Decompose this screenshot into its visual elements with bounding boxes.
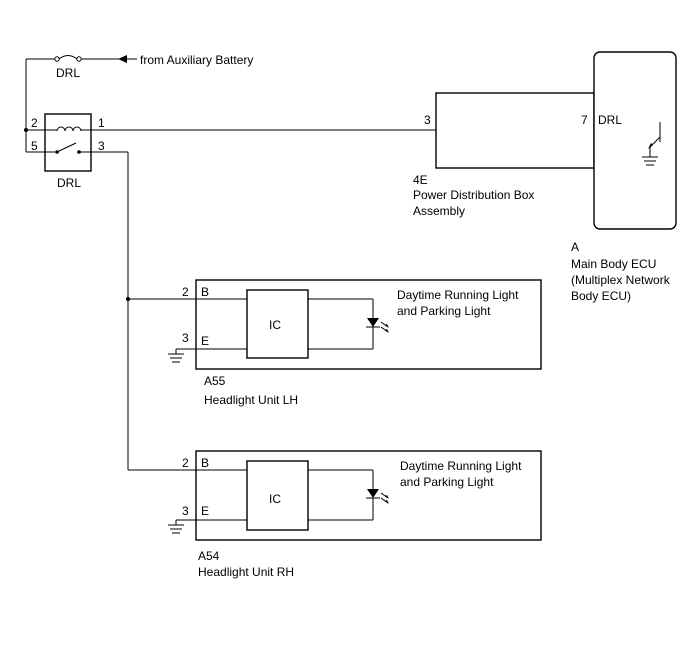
battery-source-label: from Auxiliary Battery [140, 53, 253, 67]
distribution-box-name-2: Assembly [413, 204, 465, 218]
relay-coil-icon [56, 126, 82, 132]
distribution-box-code: 4E [413, 173, 428, 187]
lh-ray-arrow-2 [385, 329, 389, 333]
ecu-terminal-label: DRL [598, 113, 622, 127]
ecu-code: A [571, 240, 579, 254]
lh-led-icon [367, 318, 379, 327]
rh-code: A54 [198, 549, 220, 563]
rh-light-label-1: Daytime Running Light [400, 459, 522, 473]
fuse-drl: DRL from Auxiliary Battery [25, 53, 253, 130]
fuse-label: DRL [56, 66, 80, 80]
rh-light-label-2: and Parking Light [400, 475, 494, 489]
distribution-box-pin-out: 7 [581, 113, 588, 127]
relay-pin-3: 3 [98, 139, 105, 153]
lh-ic-box [246, 289, 309, 359]
relay-switch-blade-icon [56, 142, 77, 153]
lh-term-b: B [201, 285, 209, 299]
lh-code: A55 [204, 374, 226, 388]
rh-pin-b: 2 [182, 456, 189, 470]
fuse-element-icon [58, 55, 78, 60]
relay-pin-2: 2 [31, 116, 38, 130]
rh-pin-e: 3 [182, 504, 189, 518]
ecu-name-3: Body ECU) [571, 289, 631, 303]
lh-term-e: E [201, 334, 209, 348]
fuse-terminal-left [54, 56, 60, 62]
battery-arrow-icon [118, 55, 127, 63]
ecu-name-1: Main Body ECU [571, 257, 656, 271]
rh-ray-arrow-2 [385, 500, 389, 504]
fuse-terminal-right [76, 56, 82, 62]
power-distribution-box: 3 7 4E Power Distribution Box Assembly [413, 92, 595, 218]
ecu-transistor-arrow-icon [648, 143, 653, 149]
rh-term-e: E [201, 504, 209, 518]
headlight-unit-lh: 2 B 3 E IC Daytime Running Light and Par… [128, 279, 542, 407]
relay-drl: 2 5 1 3 DRL [31, 113, 105, 190]
lh-pin-e: 3 [182, 331, 189, 345]
lh-name: Headlight Unit LH [204, 393, 298, 407]
lh-light-label-2: and Parking Light [397, 304, 491, 318]
ecu-outline [593, 51, 677, 230]
headlight-unit-rh: 2 B 3 E IC Daytime Running Light and Par… [128, 450, 542, 579]
relay-pin-5: 5 [31, 139, 38, 153]
relay-pin-1: 1 [98, 116, 105, 130]
rh-name: Headlight Unit RH [198, 565, 294, 579]
rh-ic-label: IC [269, 492, 281, 506]
distribution-box-outline [435, 92, 595, 169]
rh-ic-box [246, 460, 309, 531]
main-body-ecu: DRL A Main Body ECU (Multiplex Network B… [571, 51, 677, 303]
distribution-box-name-1: Power Distribution Box [413, 188, 534, 202]
relay-box [44, 113, 92, 172]
rh-ray-arrow-1 [385, 495, 389, 499]
distribution-box-pin-in: 3 [424, 113, 431, 127]
lh-ray-arrow-1 [385, 324, 389, 328]
relay-label: DRL [57, 176, 81, 190]
lh-ic-label: IC [269, 318, 281, 332]
ecu-name-2: (Multiplex Network [571, 273, 671, 287]
rh-term-b: B [201, 456, 209, 470]
lh-pin-b: 2 [182, 285, 189, 299]
rh-led-icon [367, 489, 379, 498]
lh-light-label-1: Daytime Running Light [397, 288, 519, 302]
